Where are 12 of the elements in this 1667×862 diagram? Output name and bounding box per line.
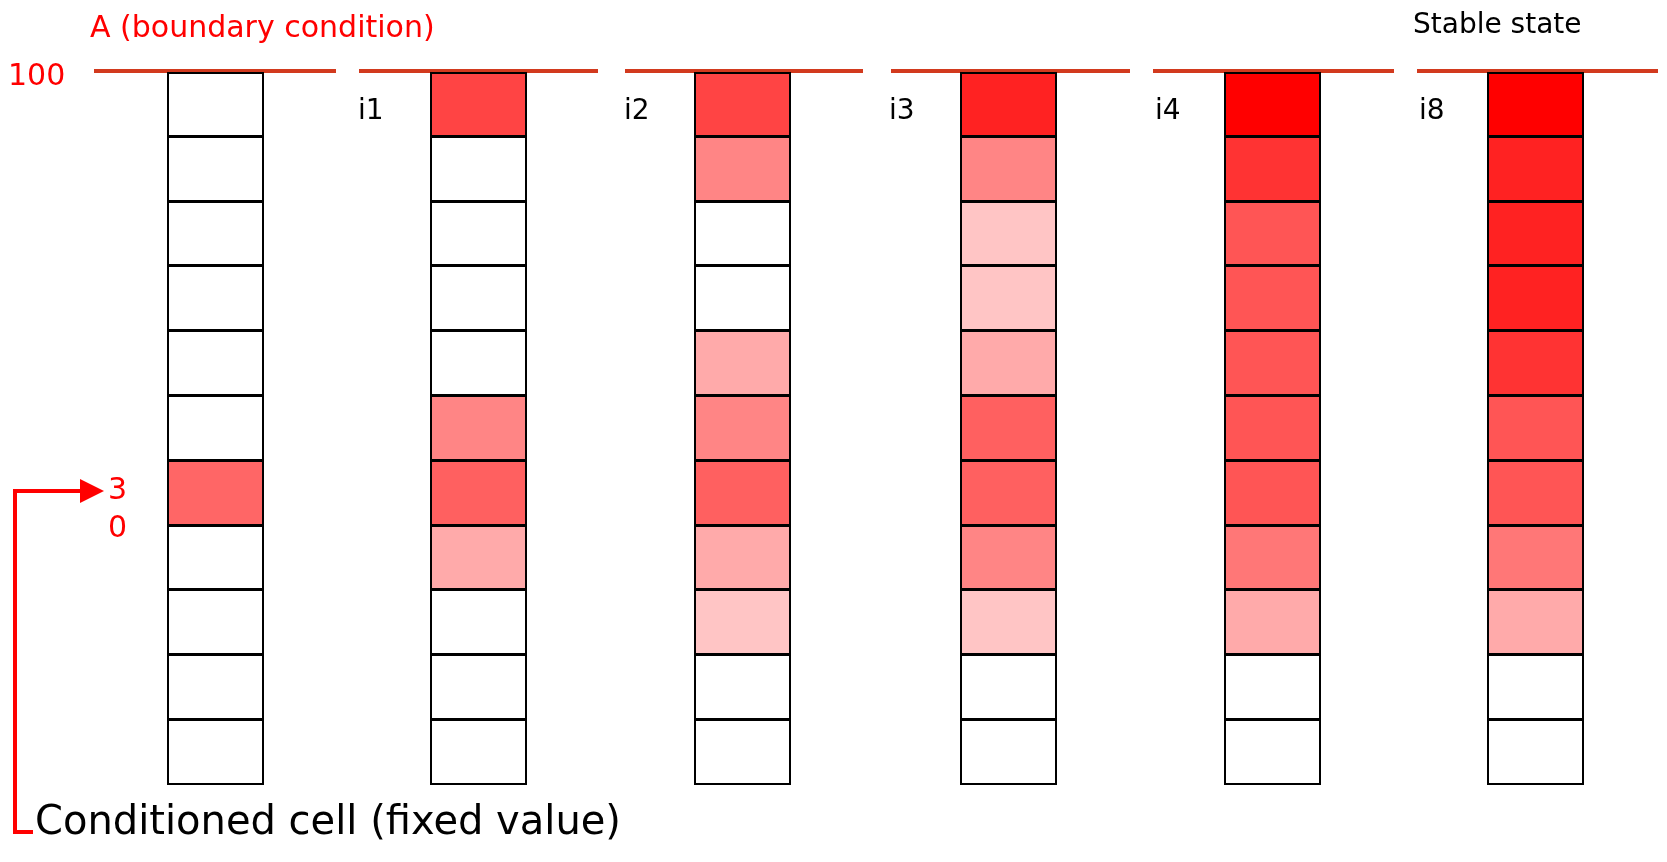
iteration-label: i2 [624,96,650,124]
iteration-label: i3 [889,96,915,124]
cell-value: 0 [108,512,128,542]
stable-state-label: Stable state [1413,10,1582,38]
arrow [13,479,104,834]
iteration-label: i1 [358,96,384,124]
cell-value: 3 [108,474,128,504]
iteration-label: i8 [1419,96,1445,124]
iteration-label: i4 [1155,96,1181,124]
boundary-value: 100 [8,60,66,90]
caption-text: Conditioned cell (fixed value) [35,800,621,840]
boundary-condition-label: A (boundary condition) [90,12,435,42]
